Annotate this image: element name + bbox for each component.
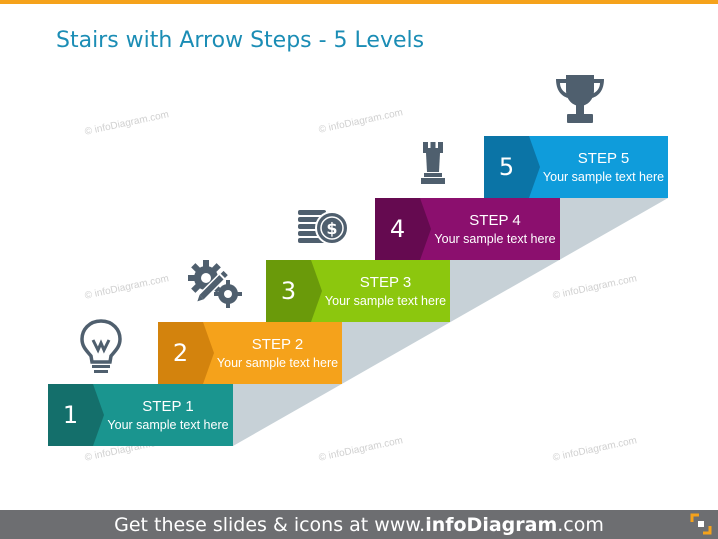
chess-rook-icon xyxy=(421,142,445,184)
step-title: STEP 4 xyxy=(469,211,521,229)
step-title: STEP 2 xyxy=(251,335,304,353)
coins-dollar-icon: $ xyxy=(298,210,349,245)
step-body: STEP 3 Your sample text here xyxy=(311,260,450,322)
step-5: 5 STEP 5 Your sample text here xyxy=(484,136,668,198)
footer-brand: infoDiagram xyxy=(425,513,558,536)
step-number: 1 xyxy=(48,384,104,446)
stairs-shadow-shape xyxy=(233,198,668,446)
step-text: Your sample text here xyxy=(216,355,339,370)
step-1: 1 STEP 1 Your sample text here xyxy=(48,384,233,446)
gear-pencil-icon xyxy=(188,260,242,308)
svg-text:$: $ xyxy=(326,219,337,238)
step-number: 5 xyxy=(484,136,540,198)
step-text: Your sample text here xyxy=(324,293,447,308)
step-number: 4 xyxy=(375,198,431,260)
step-title: STEP 1 xyxy=(142,397,194,415)
step-title: STEP 5 xyxy=(577,149,630,167)
trophy-icon xyxy=(556,75,604,123)
slide-title: Stairs with Arrow Steps - 5 Levels xyxy=(56,28,425,53)
step-number: 2 xyxy=(158,322,214,384)
step-4: 4 STEP 4 Your sample text here xyxy=(375,198,560,260)
step-2: 2 STEP 2 Your sample text here xyxy=(158,322,342,384)
step-title: STEP 3 xyxy=(359,273,412,291)
step-body: STEP 4 Your sample text here xyxy=(420,198,560,260)
step-body: STEP 1 Your sample text here xyxy=(93,384,233,446)
step-body: STEP 2 Your sample text here xyxy=(203,322,342,384)
footer-bar: Get these slides & icons at www.infoDiag… xyxy=(0,510,718,539)
step-body: STEP 5 Your sample text here xyxy=(529,136,668,198)
step-number: 3 xyxy=(266,260,322,322)
lightbulb-icon xyxy=(80,319,122,373)
footer-prefix: Get these slides & icons at www. xyxy=(114,513,426,536)
step-text: Your sample text here xyxy=(542,169,665,184)
step-3: 3 STEP 3 Your sample text here xyxy=(266,260,450,322)
step-text: Your sample text here xyxy=(107,417,229,432)
infodiagram-logo-icon xyxy=(690,513,712,535)
footer-suffix: .com xyxy=(557,513,604,536)
step-text: Your sample text here xyxy=(434,231,556,246)
top-accent-bar xyxy=(0,0,718,4)
